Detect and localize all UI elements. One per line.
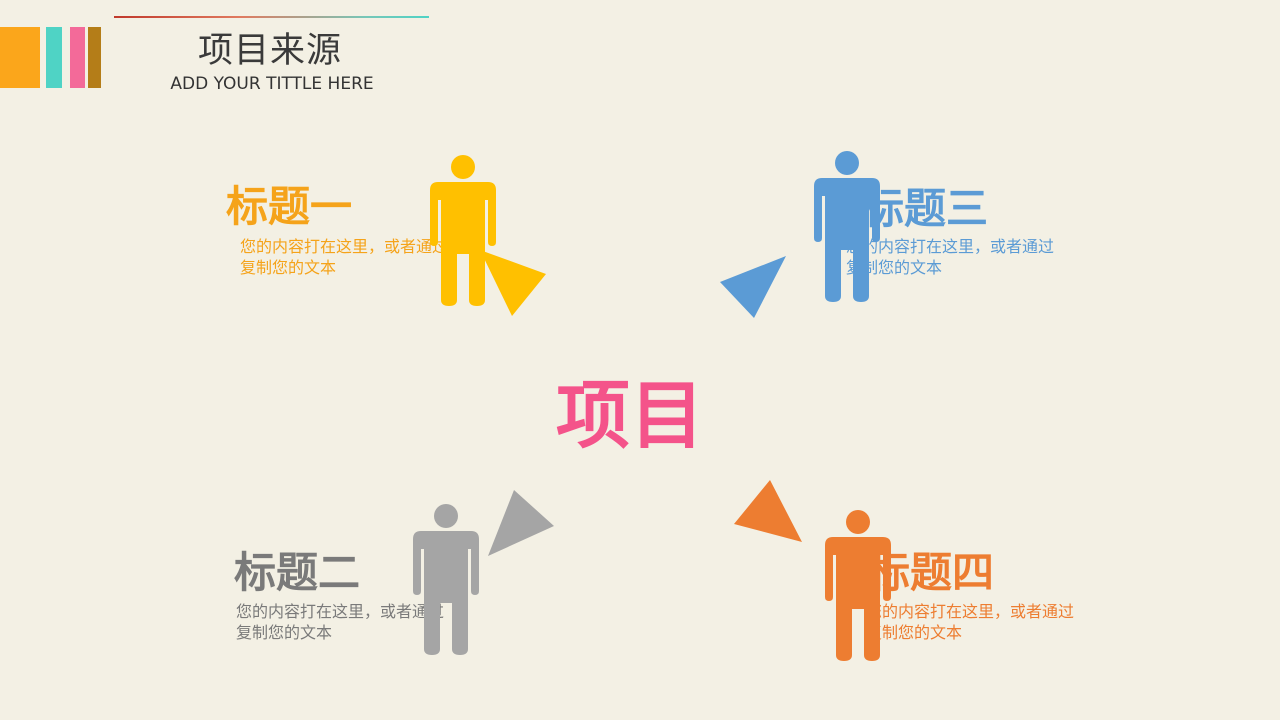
title-divider-line — [114, 16, 429, 18]
item-1-body-line2: 复制您的文本 — [240, 258, 337, 277]
triangle-arrow-icon — [720, 256, 786, 318]
triangle-arrow-icon — [734, 480, 802, 542]
item-4-body-line2: 复制您的文本 — [866, 623, 963, 642]
item-3-body-line2: 复制您的文本 — [846, 258, 943, 277]
accent-bar-pink — [70, 27, 85, 88]
accent-bar-teal — [46, 27, 62, 88]
item-1-title: 标题一 — [226, 182, 353, 231]
center-label: 项目 — [556, 373, 704, 459]
triangle-arrow-icon — [480, 250, 546, 316]
item-3-body-line1: 您的内容打在这里，或者通过 — [846, 237, 1055, 256]
person-icon — [814, 151, 880, 302]
item-2-body-line2: 复制您的文本 — [236, 623, 333, 642]
slide-title: 项目来源 — [197, 31, 342, 71]
accent-bar-brown — [88, 27, 101, 88]
item-2-body: 您的内容打在这里，或者通过 复制您的文本 — [236, 601, 444, 643]
accent-bar-orange — [0, 27, 40, 88]
item-1-body-line1: 您的内容打在这里，或者通过 — [240, 237, 449, 256]
triangle-arrow-icon — [488, 490, 554, 556]
person-icon — [430, 155, 496, 306]
item-3-body: 您的内容打在这里，或者通过 复制您的文本 — [846, 236, 1054, 278]
item-4-body-line1: 您的内容打在这里，或者通过 — [866, 602, 1075, 621]
person-icon — [413, 504, 479, 655]
item-2-body-line1: 您的内容打在这里，或者通过 — [236, 602, 445, 621]
item-3-title: 标题三 — [862, 184, 989, 233]
item-1-body: 您的内容打在这里，或者通过 复制您的文本 — [240, 236, 448, 278]
person-icon — [825, 510, 891, 661]
slide-subtitle: ADD YOUR TITTLE HERE — [170, 74, 374, 94]
item-4-body: 您的内容打在这里，或者通过 复制您的文本 — [866, 601, 1074, 643]
item-2-title: 标题二 — [234, 548, 361, 597]
